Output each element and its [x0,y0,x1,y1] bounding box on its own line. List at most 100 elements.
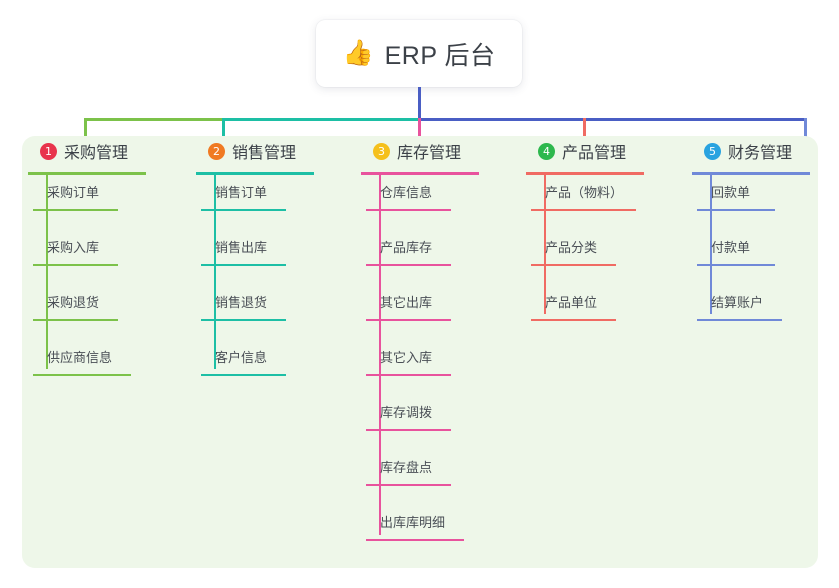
leaf-rule [201,319,286,321]
leaf-rule [366,484,451,486]
column-4: 4 产品管理产品（物料） 产品分类产品单位 [520,136,644,321]
leaf-label: 客户信息 [215,350,268,365]
leaf-node[interactable]: 结算账户 [697,294,782,321]
root-node-card[interactable]: 👍 ERP 后台 [316,20,522,87]
column-header-3[interactable]: 3 库存管理 [355,136,461,166]
leaf-rule [201,264,286,266]
leaf-rule [201,374,286,376]
column-header-4[interactable]: 4 产品管理 [520,136,626,166]
leaf-label: 供应商信息 [47,350,113,365]
leaf-label: 仓库信息 [380,185,433,200]
branch-drop-1 [84,118,87,146]
thumbs-up-icon: 👍 [342,39,374,67]
leaf-label: 采购入库 [47,240,100,255]
leaf-node[interactable]: 产品单位 [531,294,616,321]
leaf-label: 库存盘点 [380,460,433,475]
leaf-label: 其它入库 [380,350,433,365]
root-title: ERP 后台 [384,41,496,70]
column-trunk-3 [379,174,381,535]
leaf-node[interactable]: 出库库明细 [366,514,464,541]
column-header-rule-5 [692,172,810,175]
column-badge-3: 3 [373,142,390,160]
branch-drop-3 [418,118,421,146]
leaf-rule [366,374,451,376]
leaf-rule [33,264,118,266]
leaf-label: 采购订单 [47,185,100,200]
leaf-rule [531,319,616,321]
column-header-rule-2 [196,172,314,175]
leaf-node[interactable]: 产品分类 [531,239,616,266]
leaf-rule [697,319,782,321]
leaf-label: 其它出库 [380,295,433,310]
branch-drop-5 [804,118,807,146]
leaf-label: 产品分类 [545,240,598,255]
leaf-rule [697,209,775,211]
column-header-rule-1 [28,172,146,175]
leaf-rule [697,264,775,266]
leaf-node[interactable]: 客户信息 [201,349,286,376]
leaf-node[interactable]: 付款单 [697,239,775,266]
leaf-node[interactable]: 采购入库 [33,239,118,266]
column-trunk-1 [46,174,48,369]
leaf-node[interactable]: 回款单 [697,184,775,211]
leaf-label: 回款单 [711,185,751,200]
leaf-rule [33,319,118,321]
leaf-rule [366,539,464,541]
leaf-node[interactable]: 采购订单 [33,184,118,211]
column-trunk-4 [544,174,546,314]
leaf-label: 库存调拨 [380,405,433,420]
leaf-label: 销售退货 [215,295,268,310]
column-trunk-2 [214,174,216,369]
leaf-node[interactable]: 产品库存 [366,239,451,266]
column-header-rule-3 [361,172,479,175]
leaf-label: 出库库明细 [380,515,446,530]
leaf-node[interactable]: 销售出库 [201,239,286,266]
bus-segment-blue [419,118,805,121]
leaf-node[interactable]: 产品（物料） [531,184,636,211]
leaf-node[interactable]: 库存调拨 [366,404,451,431]
leaf-label: 销售出库 [215,240,268,255]
leaf-rule [366,209,451,211]
column-header-rule-4 [526,172,644,175]
bus-segment-green [84,118,223,121]
leaf-rule [201,209,286,211]
leaf-label: 采购退货 [47,295,100,310]
column-title-2: 销售管理 [232,145,297,162]
branch-drop-2 [222,118,225,146]
column-trunk-5 [710,174,712,314]
column-title-1: 采购管理 [64,145,129,162]
leaf-rule [366,319,451,321]
leaf-rule [366,264,451,266]
column-3: 3 库存管理仓库信息产品库存其它出库其它入库库存调拨库存盘点出库库明细 [355,136,479,541]
leaf-node[interactable]: 采购退货 [33,294,118,321]
leaf-label: 付款单 [711,240,751,255]
leaf-node[interactable]: 库存盘点 [366,459,451,486]
leaf-label: 结算账户 [711,295,764,310]
column-title-4: 产品管理 [562,145,627,162]
leaf-label: 销售订单 [215,185,268,200]
column-title-3: 库存管理 [397,145,462,162]
leaf-rule [366,429,451,431]
column-header-1[interactable]: 1 采购管理 [22,136,128,166]
leaf-rule [531,264,616,266]
leaf-node[interactable]: 供应商信息 [33,349,131,376]
column-badge-1: 1 [40,142,57,160]
column-badge-4: 4 [538,142,555,160]
leaf-node[interactable]: 销售订单 [201,184,286,211]
leaf-rule [33,209,118,211]
leaf-rule [531,209,636,211]
leaf-node[interactable]: 仓库信息 [366,184,451,211]
branch-drop-4 [583,118,586,146]
leaf-label: 产品（物料） [545,185,624,200]
leaf-node[interactable]: 其它出库 [366,294,451,321]
bus-segment-teal [223,118,419,121]
leaf-node[interactable]: 其它入库 [366,349,451,376]
leaf-rule [33,374,131,376]
leaf-label: 产品单位 [545,295,598,310]
column-title-5: 财务管理 [728,145,793,162]
leaf-node[interactable]: 销售退货 [201,294,286,321]
